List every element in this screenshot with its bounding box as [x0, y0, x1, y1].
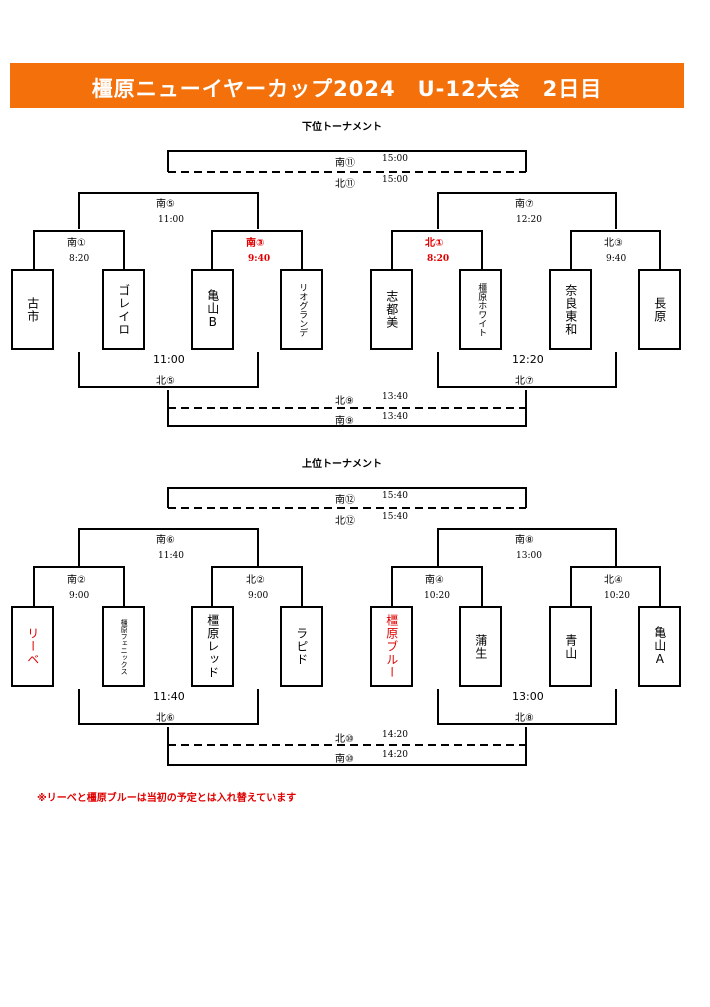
team-name: 橿原フェニックス: [120, 618, 129, 675]
team-box-liebe: リーベ: [11, 606, 54, 687]
upper-qf4-time: 10:20: [604, 591, 630, 601]
team-name: ゴレイロ: [116, 283, 131, 336]
lower-final-top-label: 南⑪: [335, 158, 355, 169]
lower-semi-right-label: 南⑦: [515, 199, 534, 210]
team-name: 青山: [563, 633, 578, 660]
team-name: 亀山B: [205, 289, 220, 330]
lower-bsemi-left-label: 北⑤: [156, 376, 175, 387]
lower-qf3-label: 北①: [425, 238, 444, 249]
team-name: 橿原ブルー: [384, 614, 399, 679]
lower-qf3-time: 8:20: [427, 254, 450, 264]
team-box-gamo: 蒲生: [459, 606, 502, 687]
team-box-kameyama-b: 亀山B: [191, 269, 234, 350]
team-name: 志都美: [384, 290, 399, 329]
team-box-kashihara-white: 橿原ホワイト: [459, 269, 502, 350]
upper-semi-left-time: 11:40: [158, 551, 184, 561]
upper-bsemi-left-time: 11:40: [153, 690, 185, 703]
lower-qf2-label: 南③: [246, 238, 265, 249]
upper-semi-right-label: 南⑧: [515, 535, 534, 546]
lower-bfinal-bottom-label: 南⑨: [335, 416, 354, 427]
upper-qf3-time: 10:20: [424, 591, 450, 601]
lower-semi-right-time: 12:20: [516, 215, 542, 225]
lower-qf4-label: 北③: [604, 238, 623, 249]
upper-bfinal-bottom-label: 南⑩: [335, 754, 354, 765]
team-box-aoyama: 青山: [549, 606, 592, 687]
swap-note: ※リーベと橿原ブルーは当初の予定とは入れ替えています: [37, 793, 297, 804]
lower-bfinal-top-time: 13:40: [382, 392, 408, 402]
team-name: 古市: [25, 296, 40, 323]
lower-semi-left-time: 11:00: [158, 215, 184, 225]
lower-final-top-time: 15:00: [382, 154, 408, 164]
team-name: リオグランデ: [297, 282, 308, 337]
team-box-rapid: ラピド: [280, 606, 323, 687]
team-name: 亀山A: [652, 626, 667, 667]
upper-qf3-label: 南④: [425, 575, 444, 586]
upper-semi-right-time: 13:00: [516, 551, 542, 561]
upper-bsemi-right-time: 13:00: [512, 690, 544, 703]
team-box-goleiro: ゴレイロ: [102, 269, 145, 350]
team-name: 橿原ホワイト: [476, 282, 487, 337]
team-box-rio-grande: リオグランデ: [280, 269, 323, 350]
lower-qf1-label: 南①: [67, 238, 86, 249]
page-title: 橿原ニューイヤーカップ2024 U-12大会 2日目: [91, 77, 603, 101]
team-name: リーベ: [25, 627, 40, 666]
upper-tournament-label: 上位トーナメント: [302, 459, 382, 470]
upper-semi-left-label: 南⑥: [156, 535, 175, 546]
lower-bsemi-right-time: 12:20: [512, 353, 544, 366]
upper-final-top-label: 南⑫: [335, 495, 355, 506]
upper-qf1-time: 9:00: [69, 591, 90, 601]
team-box-nagahara: 長原: [638, 269, 681, 350]
lower-qf1-time: 8:20: [69, 254, 90, 264]
lower-final-bottom-label: 北⑪: [335, 179, 355, 190]
lower-bfinal-top-label: 北⑨: [335, 396, 354, 407]
team-name: ラピド: [294, 627, 309, 666]
upper-qf4-label: 北④: [604, 575, 623, 586]
lower-bsemi-right-label: 北⑦: [515, 376, 534, 387]
lower-qf4-time: 9:40: [606, 254, 627, 264]
lower-bfinal-bottom-time: 13:40: [382, 412, 408, 422]
team-name: 蒲生: [473, 633, 488, 660]
upper-qf1-label: 南②: [67, 575, 86, 586]
upper-qf2-time: 9:00: [248, 591, 269, 601]
upper-qf2-label: 北②: [246, 575, 265, 586]
team-box-kashihara-red: 橿原レッド: [191, 606, 234, 687]
upper-final-bottom-time: 15:40: [382, 512, 408, 522]
upper-bsemi-left-label: 北⑥: [156, 713, 175, 724]
team-box-kashihara-blue: 橿原ブルー: [370, 606, 413, 687]
lower-tournament-label: 下位トーナメント: [302, 122, 382, 133]
lower-semi-left-label: 南⑤: [156, 199, 175, 210]
team-box-furuichi: 古市: [11, 269, 54, 350]
lower-qf2-time: 9:40: [248, 254, 271, 264]
title-banner: 橿原ニューイヤーカップ2024 U-12大会 2日目: [10, 63, 684, 108]
team-box-kashihara-phoenix: 橿原フェニックス: [102, 606, 145, 687]
team-name: 奈良東和: [563, 283, 578, 336]
upper-final-bottom-label: 北⑫: [335, 516, 355, 527]
team-box-nara-towa: 奈良東和: [549, 269, 592, 350]
team-name: 橿原レッド: [205, 614, 220, 679]
lower-final-bottom-time: 15:00: [382, 175, 408, 185]
upper-bfinal-top-label: 北⑩: [335, 734, 354, 745]
upper-bfinal-top-time: 14:20: [382, 730, 408, 740]
team-box-shitomi: 志都美: [370, 269, 413, 350]
lower-bsemi-left-time: 11:00: [153, 353, 185, 366]
upper-bfinal-bottom-time: 14:20: [382, 750, 408, 760]
team-name: 長原: [652, 296, 667, 323]
upper-final-top-time: 15:40: [382, 491, 408, 501]
upper-bsemi-right-label: 北⑧: [515, 713, 534, 724]
team-box-kameyama-a: 亀山A: [638, 606, 681, 687]
